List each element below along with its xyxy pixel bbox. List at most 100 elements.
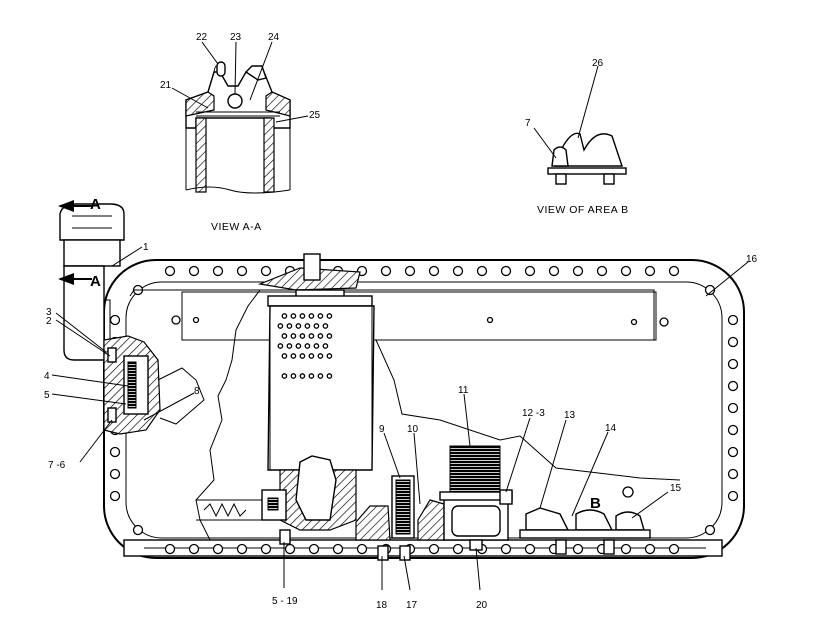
frame-hole <box>188 543 200 555</box>
frame-hole <box>620 543 632 555</box>
frame-hole <box>164 543 176 555</box>
callout-4: 4 <box>44 371 50 382</box>
frame-hole <box>572 543 584 555</box>
frame-hole <box>727 358 739 370</box>
view-a-a-detail <box>185 61 291 194</box>
frame-hole <box>109 314 121 326</box>
frame-hole <box>668 265 680 277</box>
filter-hole <box>317 353 324 359</box>
frame-holes <box>109 265 739 555</box>
frame-hole <box>452 265 464 277</box>
filter-hole <box>308 333 315 339</box>
filter-hole <box>313 323 320 329</box>
filter-hole <box>277 343 284 349</box>
callout-23: 23 <box>230 32 242 43</box>
frame-hole <box>109 490 121 502</box>
filter-hole <box>304 343 311 349</box>
callout-17: 17 <box>406 600 418 611</box>
callout-24: 24 <box>268 32 280 43</box>
callout-2: 2 <box>46 316 52 327</box>
filter-hole <box>295 343 302 349</box>
filter-hole <box>322 343 329 349</box>
frame-hole <box>109 468 121 480</box>
frame-hole <box>644 543 656 555</box>
frame-hole <box>727 336 739 348</box>
frame-hole <box>308 543 320 555</box>
frame-hole <box>260 543 272 555</box>
filter-hole <box>313 343 320 349</box>
frame-hole <box>260 265 272 277</box>
filter-hole <box>290 373 297 379</box>
filter-hole <box>281 373 288 379</box>
frame-hole <box>727 490 739 502</box>
section-letter-top: A <box>90 196 101 213</box>
view-area-b-detail <box>547 132 627 185</box>
filter-hole <box>299 353 306 359</box>
callout-12-3: 12 -3 <box>522 408 545 419</box>
frame-hole <box>164 265 176 277</box>
filter-hole <box>299 373 306 379</box>
view-area-b-leaders <box>533 65 599 159</box>
filter-hole <box>281 333 288 339</box>
frame-hole <box>236 265 248 277</box>
inner-cutaway <box>129 289 681 541</box>
frame-hole <box>644 265 656 277</box>
view-a-a-caption: VIEW A-A <box>211 221 262 233</box>
callout-21: 21 <box>160 80 172 91</box>
area-letter-b: B <box>590 495 601 512</box>
frame-hole <box>109 446 121 458</box>
filter-hole <box>326 313 333 319</box>
callout-7-6: 7 -6 <box>48 460 66 471</box>
frame-hole <box>727 468 739 480</box>
callout-9: 9 <box>379 424 385 435</box>
frame-hole <box>704 524 716 536</box>
callout-10: 10 <box>407 424 419 435</box>
filter-hole <box>290 313 297 319</box>
callout-1: 1 <box>143 242 149 253</box>
filter-hole <box>317 313 324 319</box>
filter-hole <box>304 323 311 329</box>
frame-hole <box>212 543 224 555</box>
callout-18: 18 <box>376 600 388 611</box>
callout-5: 5 <box>44 390 50 401</box>
filter-hole <box>326 373 333 379</box>
filter-hole <box>290 353 297 359</box>
callout-5-19: 5 - 19 <box>272 596 298 607</box>
callout-26: 26 <box>592 58 604 69</box>
filter-hole <box>286 323 293 329</box>
filter-hole <box>317 373 324 379</box>
filter-hole <box>326 333 333 339</box>
frame-hole <box>727 380 739 392</box>
frame-hole <box>452 543 464 555</box>
callout-3: 3 <box>46 307 52 318</box>
callout-15: 15 <box>670 483 682 494</box>
callout-13: 13 <box>564 410 576 421</box>
filter-hole <box>277 323 284 329</box>
floor-components <box>355 445 651 541</box>
filter-hole <box>317 333 324 339</box>
callout-16: 16 <box>746 254 758 265</box>
callout-8: 8 <box>194 386 200 397</box>
frame-hole <box>668 543 680 555</box>
filter-hole <box>299 333 306 339</box>
filter-hole <box>290 333 297 339</box>
frame-hole <box>524 265 536 277</box>
frame-hole <box>188 265 200 277</box>
filter-hole <box>322 323 329 329</box>
filler-neck <box>59 203 125 361</box>
level-gauge <box>103 335 205 435</box>
frame-hole <box>380 265 392 277</box>
frame-hole <box>500 543 512 555</box>
filter-hole <box>308 313 315 319</box>
frame-hole <box>572 265 584 277</box>
filter-hole <box>308 373 315 379</box>
frame-hole <box>704 284 716 296</box>
callout-11: 11 <box>458 385 469 396</box>
frame-hole <box>727 314 739 326</box>
section-arrows <box>58 200 92 285</box>
callout-14: 14 <box>605 423 617 434</box>
callout-20: 20 <box>476 600 488 611</box>
filter-hole <box>299 313 306 319</box>
frame-hole <box>212 265 224 277</box>
